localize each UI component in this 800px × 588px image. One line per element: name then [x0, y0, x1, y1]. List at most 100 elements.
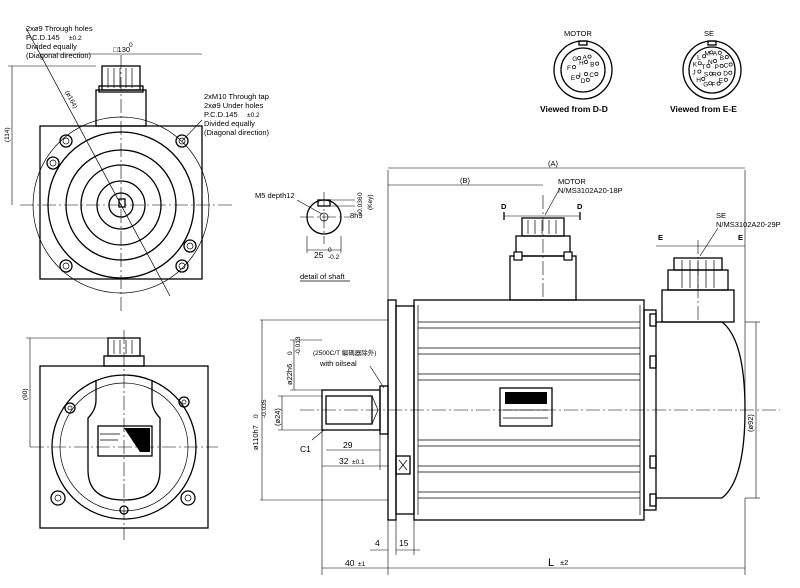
connector-pin-hole [575, 74, 580, 79]
connector-pin-label: G [703, 81, 708, 88]
connector-pin-hole [728, 70, 733, 75]
top-flange-view: (114) □130 0 (ø164) 2xø9 Through holes P… [4, 24, 270, 312]
connector-pin-label: N [708, 59, 713, 66]
connector-pin-hole [702, 54, 707, 59]
svg-text:P.C.D.145: P.C.D.145 [204, 110, 238, 119]
dim-40: 40 [345, 558, 355, 568]
connector-pin-label: G [572, 56, 577, 63]
dim-15: 15 [399, 538, 409, 548]
connector-pin-label: B [590, 62, 594, 69]
connector-pin-hole [708, 81, 713, 86]
svg-text:Divided equally: Divided equally [26, 42, 77, 51]
svg-text:25: 25 [314, 250, 324, 260]
connector-pin-label: K [693, 61, 698, 68]
connector-pin-label: C [589, 72, 594, 79]
bottom-height-dim: (90) [22, 388, 29, 400]
connector-pin-hole [585, 77, 590, 82]
connector-pin-hole [706, 63, 711, 68]
svg-text:2xø9 Under holes: 2xø9 Under holes [204, 101, 263, 110]
svg-text:0: 0 [328, 247, 332, 254]
svg-text:Divided equally: Divided equally [204, 119, 255, 128]
svg-text:±0.1: ±0.1 [352, 459, 365, 466]
dim-92: (ø92) [746, 414, 755, 432]
svg-text:(Key): (Key) [367, 194, 374, 210]
motor-view-title: MOTOR [564, 29, 592, 38]
connector-pin-hole [724, 55, 729, 60]
connector-pin-hole [717, 50, 722, 55]
connector-pin-label: A [713, 51, 718, 58]
shaft-detail: 25 0 -0.2 8h9 0 -0.036 (Key) M5 depth12 … [255, 191, 374, 282]
connector-pin-label: E [571, 75, 576, 82]
dim-l: L [548, 557, 554, 569]
svg-text:0: 0 [357, 192, 364, 196]
connector-pin-hole [719, 63, 724, 68]
svg-text:±0.2: ±0.2 [247, 112, 260, 119]
se-view-caption: Viewed from E-E [670, 104, 737, 114]
connector-pin-hole [697, 69, 702, 74]
svg-text:±0.2: ±0.2 [69, 35, 82, 42]
chamfer-c1: C1 [300, 444, 311, 454]
connector-pin-hole [584, 72, 588, 76]
svg-text:(Diagonal direction): (Diagonal direction) [204, 128, 270, 137]
svg-text:M5 depth12: M5 depth12 [255, 191, 295, 200]
section-e-left: E [658, 233, 663, 242]
connector-pin-label: J [692, 70, 695, 77]
dim-pilot: ø110h7 [251, 425, 260, 450]
connector-pin-label: M [704, 50, 709, 57]
dim-29: 29 [343, 440, 353, 450]
encoder-note: (2500C/T 編碼器除外) [313, 348, 376, 357]
connector-pin-hole [723, 77, 728, 82]
top-diag-dim: (ø164) [63, 90, 78, 110]
svg-text:-0.2: -0.2 [328, 254, 340, 261]
bottom-end-view: (90) [22, 330, 218, 540]
connector-pin-label: H [696, 77, 701, 84]
connector-pin-label: D [581, 78, 586, 85]
connector-pin-label: B [720, 55, 724, 62]
connector-pin-hole [584, 60, 588, 64]
shaft-detail-caption: detail of shaft [300, 272, 346, 281]
svg-text:±2: ±2 [560, 558, 568, 567]
se-conn-label: SE [716, 211, 726, 220]
svg-text:-0.013: -0.013 [295, 336, 302, 355]
connector-pin-hole [577, 56, 582, 61]
svg-text:0: 0 [129, 42, 133, 49]
se-conn-part: N/MS3102A20-29P [716, 220, 781, 229]
svg-text:P.C.D.145: P.C.D.145 [26, 33, 60, 42]
connector-pin-hole [595, 61, 600, 66]
svg-text:8h9: 8h9 [350, 211, 363, 220]
se-view-title: SE [704, 29, 714, 38]
top-square-dim: □130 [113, 45, 130, 54]
dim-b: (B) [460, 176, 471, 185]
connector-pin-hole [708, 71, 713, 76]
section-e-right: E [738, 233, 743, 242]
top-height-dim: (114) [4, 127, 11, 142]
connector-pin-label: C [724, 62, 729, 69]
connector-pin-label: R [712, 72, 717, 79]
oilseal-note: with oilseal [319, 359, 357, 368]
motor-conn-part: N/MS3102A20-18P [558, 186, 623, 195]
connector-pin-label: E [719, 78, 724, 85]
connector-pin-label: L [697, 54, 701, 61]
flange-holes [46, 134, 197, 273]
connector-pin-label: S [704, 72, 709, 79]
svg-text:±1: ±1 [358, 561, 366, 568]
connector-pin-label: I [579, 72, 581, 79]
dim-4: 4 [375, 538, 380, 548]
motor-view-caption: Viewed from D-D [540, 104, 608, 114]
connector-pin-hole [713, 59, 717, 63]
connector-pin-hole [594, 72, 599, 76]
side-view: (A) (B) MOTOR N/MS3102A20-18P D D SE N/M… [251, 159, 781, 575]
connector-pin-hole [697, 61, 702, 66]
svg-text:-0.036: -0.036 [357, 196, 364, 215]
connector-pin-hole [709, 50, 714, 55]
top-note-m10: 2xM10 Through tap [204, 92, 269, 101]
connector-pin-hole [587, 54, 592, 59]
connector-pin-hole [701, 76, 706, 81]
dim-32: 32 [339, 456, 349, 466]
section-d-right: D [577, 202, 583, 211]
connector-pin-hole [728, 62, 733, 67]
